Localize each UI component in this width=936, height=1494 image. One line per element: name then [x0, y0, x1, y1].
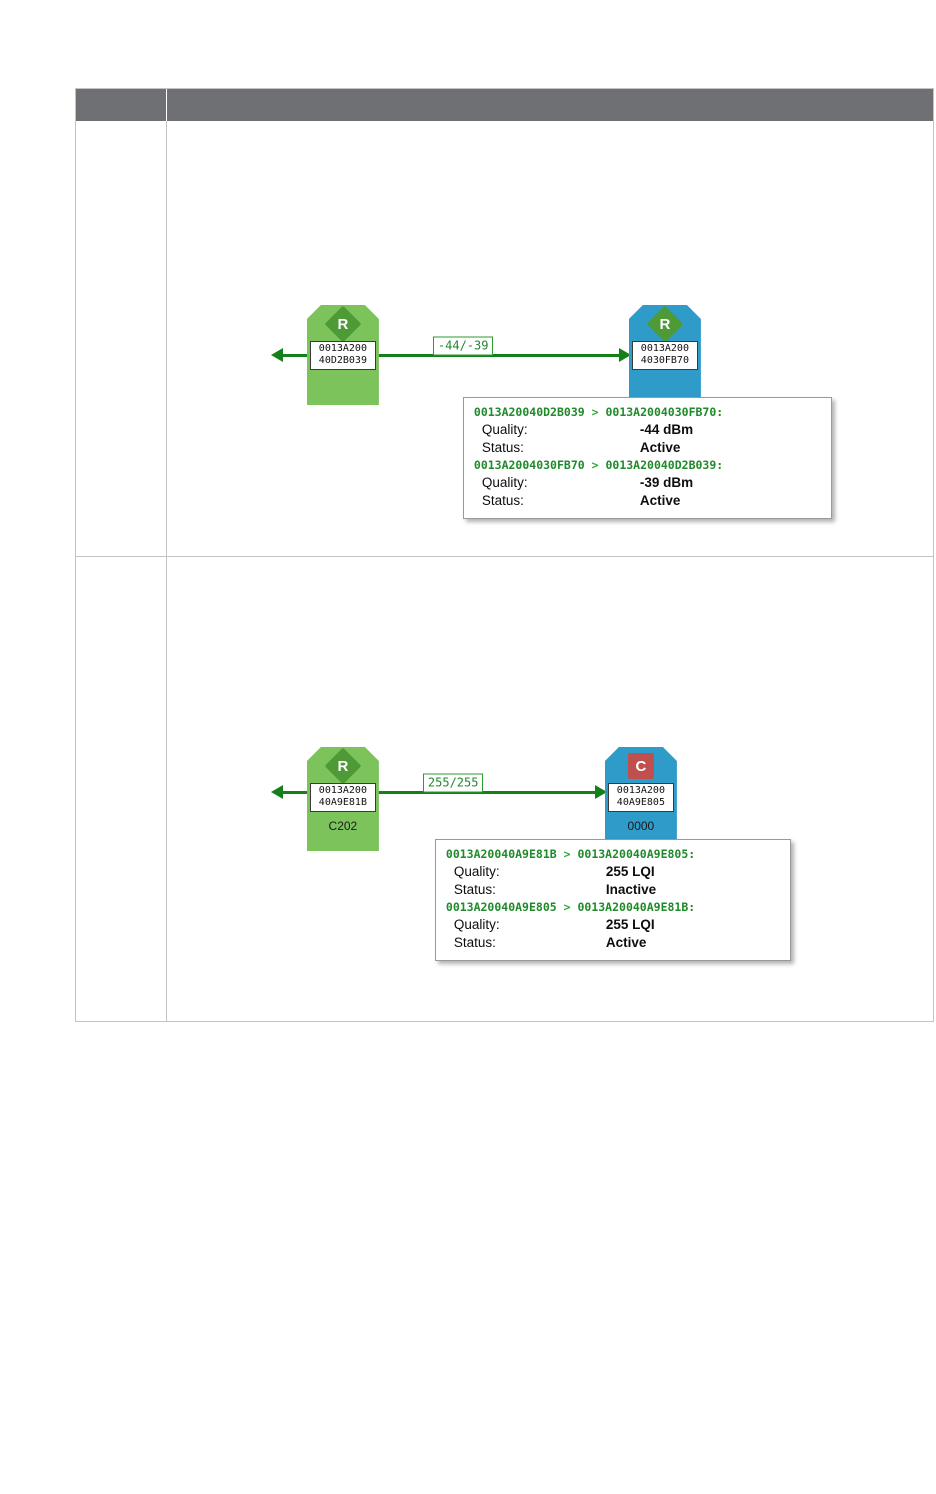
- tooltip-to-address: 0013A20040D2B039:: [605, 458, 724, 472]
- link-arrow-left-icon: [270, 785, 283, 799]
- link-detail-tooltip: 0013A20040A9E81B > 0013A20040A9E805: Qua…: [434, 839, 791, 961]
- node-address-line-2: 40A9E81B: [318, 797, 367, 808]
- tooltip-quality-value: 255 LQI: [605, 864, 655, 879]
- tooltip-direction-header: 0013A20040A9E805 > 0013A20040A9E81B:: [446, 899, 778, 916]
- table-cell-label: [76, 557, 167, 1022]
- table-header-cell-diagram: [166, 89, 934, 121]
- node-address-line-1: 0013A200: [616, 785, 665, 796]
- router-badge: R: [646, 305, 684, 343]
- tooltip-to-address: 0013A20040A9E805:: [577, 847, 696, 861]
- tooltip-status-key: Status:: [453, 882, 496, 897]
- tooltip-quality-key: Quality:: [481, 422, 528, 437]
- table-header-cell-label: [76, 89, 167, 121]
- tooltip-direction-header: 0013A20040A9E81B > 0013A20040A9E805:: [446, 846, 778, 863]
- tooltip-status-value: Active: [639, 440, 681, 455]
- tooltip-direction-header: 0013A20040D2B039 > 0013A2004030FB70:: [474, 404, 819, 421]
- node-address-line-2: 4030FB70: [640, 355, 689, 366]
- coordinator-badge: C: [627, 753, 654, 779]
- node-address-line-1: 0013A200: [640, 343, 689, 354]
- tooltip-quality-row: Quality: -44 dBm: [474, 421, 819, 439]
- table-cell-diagram: -44/-39 R 0013A200 40D2B039 R: [166, 121, 934, 557]
- tooltip-status-key: Status:: [481, 493, 524, 508]
- link-arrow-left-icon: [270, 348, 283, 362]
- node-address-line-1: 0013A200: [318, 343, 367, 354]
- tooltip-from-address: 0013A20040A9E81B: [445, 847, 557, 861]
- node-address-line-2: 40D2B039: [318, 355, 367, 366]
- tooltip-arrow-glyph: >: [591, 458, 599, 472]
- router-badge: R: [324, 305, 362, 343]
- tooltip-quality-value: -44 dBm: [639, 422, 694, 437]
- link-quality-label[interactable]: -44/-39: [432, 336, 494, 356]
- tooltip-status-key: Status:: [481, 440, 524, 455]
- node-short-address-label: 0000: [627, 819, 655, 833]
- network-diagram-router-to-coordinator: 255/255 R 0013A200 40A9E81B C202 C: [167, 557, 933, 1021]
- tooltip-quality-key: Quality:: [453, 864, 500, 879]
- tooltip-quality-row: Quality: -39 dBm: [474, 474, 819, 492]
- network-diagram-router-to-router: -44/-39 R 0013A200 40D2B039 R: [167, 121, 933, 556]
- tooltip-quality-row: Quality: 255 LQI: [446, 863, 778, 881]
- tooltip-status-value: Active: [605, 935, 647, 950]
- table-cell-label: [76, 121, 167, 557]
- tooltip-arrow-glyph: >: [591, 405, 599, 419]
- node-address-box: 0013A200 40D2B039: [309, 341, 376, 370]
- network-link-table: -44/-39 R 0013A200 40D2B039 R: [75, 88, 934, 1022]
- tooltip-status-row: Status: Inactive: [446, 881, 778, 899]
- link-line: [276, 354, 627, 357]
- node-short-address-label: C202: [328, 819, 358, 833]
- node-address-line-2: 40A9E805: [616, 797, 665, 808]
- tooltip-from-address: 0013A20040A9E805: [445, 900, 557, 914]
- link-line: [276, 791, 603, 794]
- link-arrow-right-icon: [594, 785, 607, 799]
- tooltip-quality-value: -39 dBm: [639, 475, 694, 490]
- tooltip-from-address: 0013A2004030FB70: [473, 458, 585, 472]
- tooltip-quality-key: Quality:: [481, 475, 528, 490]
- tooltip-status-value: Active: [639, 493, 681, 508]
- tooltip-quality-key: Quality:: [453, 917, 500, 932]
- link-detail-tooltip: 0013A20040D2B039 > 0013A2004030FB70: Qua…: [462, 397, 832, 519]
- table-header-row: [76, 89, 934, 121]
- node-router-left[interactable]: R 0013A200 40A9E81B C202: [306, 747, 379, 851]
- table-cell-diagram: 255/255 R 0013A200 40A9E81B C202 C: [166, 557, 934, 1022]
- node-router-left[interactable]: R 0013A200 40D2B039: [306, 305, 379, 405]
- tooltip-from-address: 0013A20040D2B039: [473, 405, 585, 419]
- node-coordinator-right[interactable]: C 0013A200 40A9E805 0000: [604, 747, 677, 851]
- tooltip-status-key: Status:: [453, 935, 496, 950]
- tooltip-arrow-glyph: >: [563, 900, 571, 914]
- tooltip-status-row: Status: Active: [474, 439, 819, 457]
- table-row: -44/-39 R 0013A200 40D2B039 R: [76, 121, 934, 557]
- tooltip-status-value: Inactive: [605, 882, 657, 897]
- tooltip-status-row: Status: Active: [446, 934, 778, 952]
- link-arrow-right-icon: [618, 348, 631, 362]
- router-badge: R: [324, 747, 362, 785]
- node-router-right[interactable]: R 0013A200 4030FB70: [628, 305, 701, 405]
- table-row: 255/255 R 0013A200 40A9E81B C202 C: [76, 557, 934, 1022]
- tooltip-to-address: 0013A2004030FB70:: [605, 405, 724, 419]
- tooltip-direction-header: 0013A2004030FB70 > 0013A20040D2B039:: [474, 457, 819, 474]
- tooltip-quality-row: Quality: 255 LQI: [446, 916, 778, 934]
- tooltip-arrow-glyph: >: [563, 847, 571, 861]
- tooltip-status-row: Status: Active: [474, 492, 819, 510]
- tooltip-quality-value: 255 LQI: [605, 917, 655, 932]
- node-address-box: 0013A200 4030FB70: [631, 341, 698, 370]
- link-quality-label[interactable]: 255/255: [422, 773, 484, 793]
- tooltip-to-address: 0013A20040A9E81B:: [577, 900, 696, 914]
- node-address-box: 0013A200 40A9E81B: [309, 783, 376, 812]
- node-address-box: 0013A200 40A9E805: [607, 783, 674, 812]
- node-address-line-1: 0013A200: [318, 785, 367, 796]
